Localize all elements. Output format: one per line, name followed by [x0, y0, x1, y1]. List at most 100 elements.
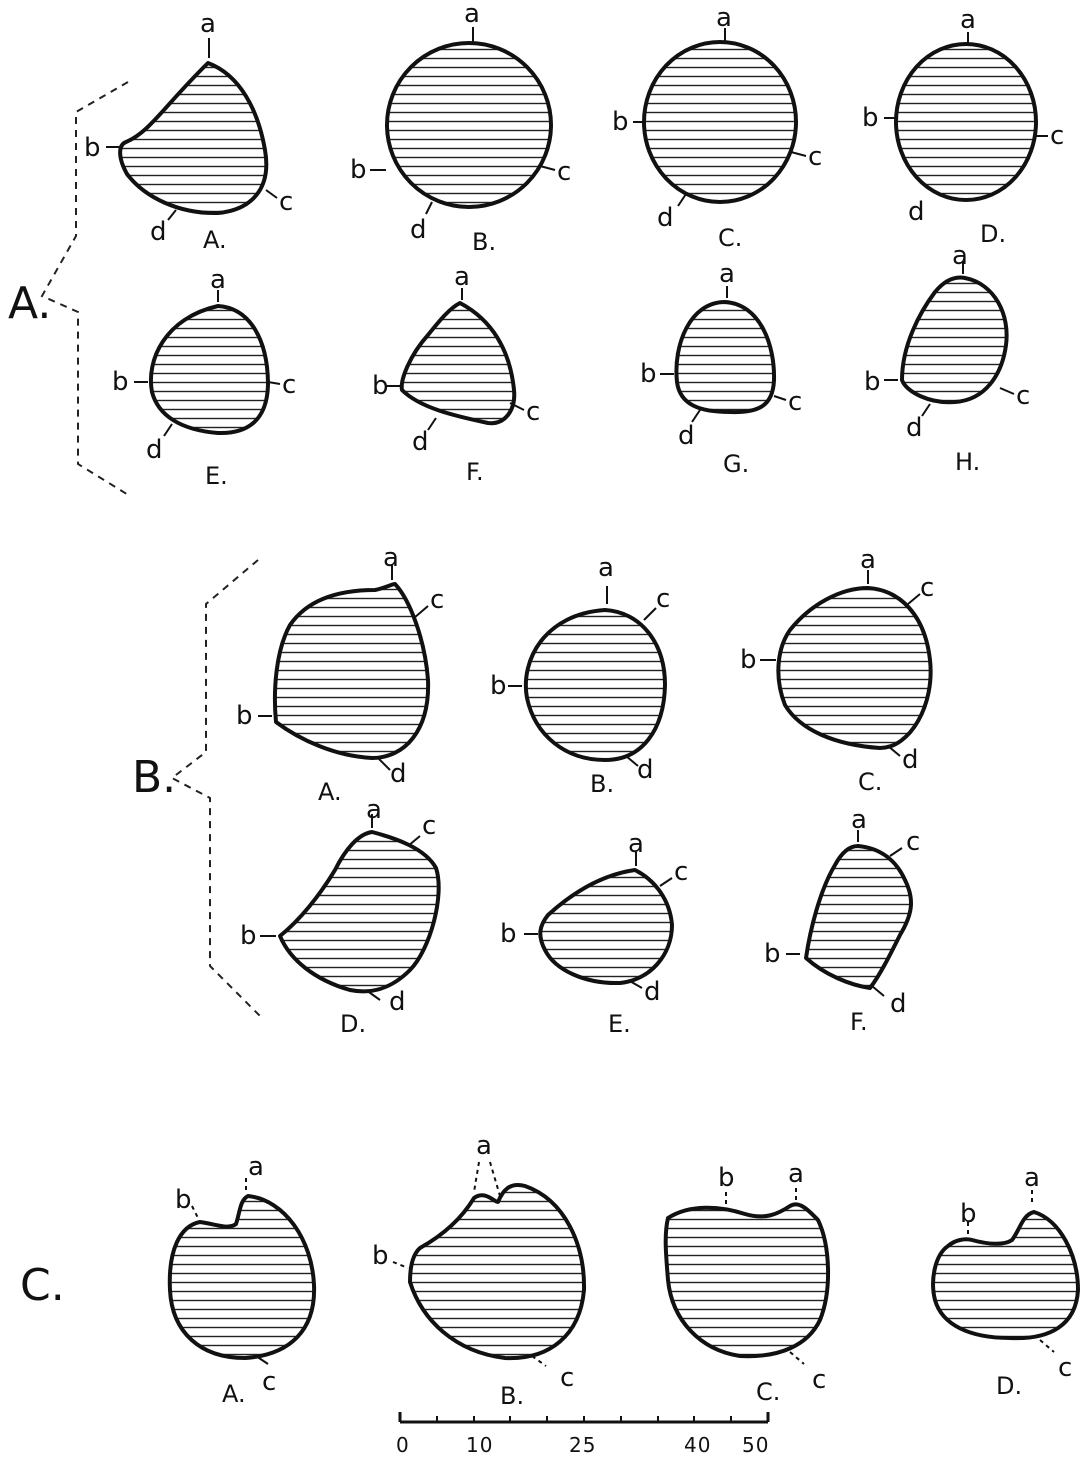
svg-text:a: a: [383, 543, 399, 573]
section-a-g: a b c d G.: [640, 259, 802, 478]
svg-text:d: d: [890, 989, 907, 1019]
svg-text:C.: C.: [858, 768, 882, 796]
svg-text:a: a: [1024, 1163, 1040, 1193]
svg-text:d: d: [410, 215, 427, 245]
svg-text:D.: D.: [340, 1010, 366, 1038]
svg-text:d: d: [906, 413, 923, 443]
svg-text:d: d: [902, 745, 919, 775]
svg-text:A.: A.: [318, 778, 342, 806]
svg-text:E.: E.: [205, 462, 228, 490]
group-a-brace: [40, 81, 131, 497]
svg-text:b: b: [764, 939, 781, 969]
svg-text:c: c: [282, 370, 296, 400]
section-a-d: a b c d D.: [862, 5, 1064, 248]
section-b-e: a c b d E.: [500, 829, 688, 1038]
svg-text:c: c: [422, 811, 436, 841]
svg-text:a: a: [628, 829, 644, 859]
svg-text:c: c: [279, 187, 293, 217]
svg-text:c: c: [1058, 1353, 1072, 1383]
svg-text:a: a: [464, 0, 480, 29]
svg-text:d: d: [908, 197, 925, 227]
svg-text:a: a: [476, 1131, 492, 1161]
svg-text:b: b: [372, 371, 389, 401]
svg-text:b: b: [490, 671, 507, 701]
svg-text:B.: B.: [590, 770, 614, 798]
svg-text:a: a: [952, 241, 968, 271]
svg-text:c: c: [1016, 381, 1030, 411]
svg-text:b: b: [112, 367, 129, 397]
svg-text:a: a: [860, 545, 876, 575]
svg-text:d: d: [146, 435, 163, 465]
section-b-c: a c b d C.: [740, 545, 934, 796]
section-b-d: a c b d D.: [240, 795, 441, 1038]
svg-text:a: a: [248, 1152, 264, 1182]
section-a-f: a b c d F.: [372, 262, 540, 486]
svg-text:C.: C.: [756, 1378, 780, 1406]
svg-text:a: a: [200, 9, 216, 39]
svg-text:a: a: [960, 5, 976, 35]
svg-text:a: a: [716, 3, 732, 33]
svg-text:c: c: [906, 827, 920, 857]
svg-text:a: a: [454, 262, 470, 292]
svg-text:c: c: [262, 1367, 276, 1397]
section-a-b: a b c d B.: [350, 0, 571, 256]
svg-text:b: b: [372, 1241, 389, 1271]
svg-text:c: c: [560, 1363, 574, 1393]
svg-text:c: c: [526, 397, 540, 427]
svg-text:c: c: [920, 573, 934, 603]
svg-text:B.: B.: [500, 1382, 524, 1410]
caption: A.: [203, 226, 227, 254]
svg-text:b: b: [84, 133, 101, 163]
svg-text:d: d: [390, 759, 407, 789]
svg-text:b: b: [236, 701, 253, 731]
svg-text:d: d: [678, 421, 695, 451]
svg-text:a: a: [788, 1159, 804, 1189]
svg-text:c: c: [430, 585, 444, 615]
svg-text:c: c: [557, 157, 571, 187]
svg-text:c: c: [1050, 121, 1064, 151]
svg-text:F.: F.: [466, 458, 484, 486]
svg-text:b: b: [612, 107, 629, 137]
svg-text:a: a: [366, 795, 382, 825]
svg-text:a: a: [851, 805, 867, 835]
svg-text:c: c: [656, 584, 670, 614]
svg-text:b: b: [718, 1163, 735, 1193]
section-c-a: a b c A.: [167, 1152, 317, 1408]
svg-text:d: d: [150, 217, 167, 247]
svg-text:d: d: [657, 203, 674, 233]
scale-tick-label: 25: [569, 1433, 596, 1457]
group-label-c: C.: [20, 1260, 65, 1311]
svg-text:a: a: [598, 553, 614, 583]
svg-text:c: c: [812, 1365, 826, 1395]
scale-tick-label: 10: [466, 1433, 493, 1457]
group-label-b: B.: [132, 752, 176, 803]
svg-text:C.: C.: [718, 224, 742, 252]
scale-tick-label: 50: [742, 1433, 769, 1457]
section-c-b: a b c B.: [372, 1131, 587, 1410]
group-label-a: A.: [8, 278, 51, 329]
section-a-a: a b c d A.: [84, 9, 293, 254]
svg-text:c: c: [808, 142, 822, 172]
section-b-a: a c b d A.: [236, 543, 444, 806]
section-b-b: a c b d B.: [490, 553, 670, 798]
group-b-brace: [170, 559, 263, 1019]
svg-text:A.: A.: [222, 1380, 246, 1408]
svg-text:c: c: [674, 857, 688, 887]
svg-text:d: d: [389, 987, 406, 1017]
svg-text:b: b: [862, 103, 879, 133]
svg-text:b: b: [640, 359, 657, 389]
svg-text:D.: D.: [980, 220, 1006, 248]
svg-text:d: d: [637, 755, 654, 785]
svg-text:b: b: [740, 645, 757, 675]
section-a-e: a b c d E.: [112, 265, 296, 490]
svg-text:b: b: [175, 1185, 192, 1215]
svg-text:b: b: [864, 367, 881, 397]
svg-text:c: c: [788, 387, 802, 417]
svg-text:d: d: [412, 427, 429, 457]
svg-text:b: b: [350, 155, 367, 185]
section-c-d: a b c D.: [931, 1163, 1080, 1400]
svg-text:b: b: [240, 921, 257, 951]
section-a-h: a b c d H.: [864, 241, 1030, 476]
scale-tick-label: 40: [684, 1433, 711, 1457]
